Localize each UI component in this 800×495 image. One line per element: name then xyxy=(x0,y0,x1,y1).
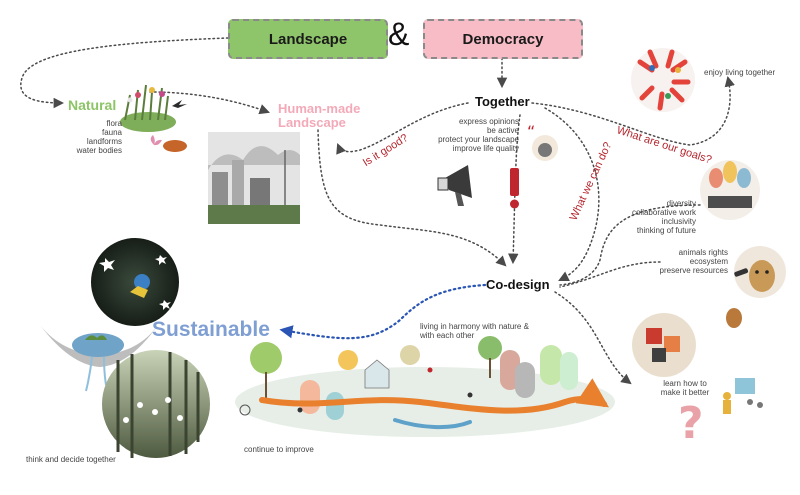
question-mark-icon: ? xyxy=(678,398,704,449)
ampersand-symbol: & xyxy=(388,16,410,52)
presentation-people-icon xyxy=(723,378,763,414)
fox-icon xyxy=(163,140,187,152)
together-item-be-active: be active xyxy=(486,126,519,135)
connector-landscape-to-natural xyxy=(20,37,229,109)
bicycle-icon xyxy=(239,404,251,416)
connector-together-to-whatcando xyxy=(544,107,600,281)
enjoy-living-together-illustration xyxy=(631,48,695,112)
bird-icon xyxy=(172,100,187,108)
landscape-box: Landscape xyxy=(228,19,388,59)
connector-codesign-to-sustainable xyxy=(279,283,487,340)
together-title: Together xyxy=(475,94,530,109)
human-made-landscape-image xyxy=(208,132,300,224)
natural-items-list: flora fauna landforms water bodies xyxy=(60,119,122,155)
sun-icon xyxy=(338,350,358,370)
together-items-list: express opinions be active protect your … xyxy=(394,117,519,153)
forest-people-circle-image xyxy=(102,350,210,458)
human-made-title: Human-made Landscape xyxy=(278,102,360,130)
human-made-title-line1: Human-made xyxy=(278,101,361,116)
value-collaborative-work: collaborative work xyxy=(631,208,696,217)
together-item-express-opinions: express opinions xyxy=(458,117,519,126)
diversity-crowd-image xyxy=(700,160,760,220)
natural-item-flora: flora xyxy=(106,119,122,128)
nature-value-preserve: preserve resources xyxy=(659,266,728,275)
chipmunk-icon xyxy=(726,308,742,328)
exclamation-icon xyxy=(510,168,519,209)
democracy-box: Democracy xyxy=(423,19,583,59)
megaphone-icon xyxy=(437,165,472,206)
value-thinking-of-future: thinking of future xyxy=(636,226,696,235)
hands-holding-earth-image xyxy=(40,325,158,392)
harmony-label: living in harmony with nature & with eac… xyxy=(420,322,529,340)
nature-value-ecosystem: ecosystem xyxy=(689,257,728,266)
together-item-protect: protect your landscape xyxy=(438,135,519,144)
connector-animals-to-codesign xyxy=(559,261,661,288)
value-diversity: diversity xyxy=(666,199,696,208)
natural-title: Natural xyxy=(68,97,117,113)
learn-label-line1: learn how to xyxy=(663,379,707,388)
enjoy-living-together-label: enjoy living together xyxy=(704,68,776,77)
sustainable-landscape-scene xyxy=(235,336,615,437)
natural-item-water-bodies: water bodies xyxy=(76,146,122,155)
connector-diversity-to-codesign xyxy=(559,204,701,286)
connector-together-to-isgood xyxy=(336,102,469,155)
nature-value-animals-rights: animals rights xyxy=(678,248,728,257)
values-list: diversity collaborative work inclusivity… xyxy=(608,199,696,235)
puzzle-image xyxy=(632,313,696,377)
learn-label: learn how to make it better xyxy=(646,379,724,397)
human-made-title-line2: Landscape xyxy=(278,115,346,130)
connector-humanmade-to-codesign xyxy=(317,129,507,267)
animal-mascot-image xyxy=(734,246,786,298)
natural-item-fauna: fauna xyxy=(101,128,122,137)
sustainable-title: Sustainable xyxy=(152,318,270,341)
connector-together-to-goals xyxy=(531,75,735,146)
codesign-title: Co-design xyxy=(486,277,550,292)
natural-plants-illustration xyxy=(120,84,176,132)
connector-natural-to-humanmade xyxy=(149,91,270,115)
speech-figure-icon: “ xyxy=(527,122,558,161)
learn-label-line2: make it better xyxy=(660,388,710,397)
natural-item-landforms: landforms xyxy=(86,137,122,146)
together-item-improve: improve life quality xyxy=(452,144,519,153)
butterfly-icon xyxy=(150,135,162,146)
nature-values-list: animals rights ecosystem preserve resour… xyxy=(640,248,728,275)
nature-night-circle-image xyxy=(91,238,179,326)
continue-to-improve-label: continue to improve xyxy=(244,445,314,454)
think-and-decide-label: think and decide together xyxy=(26,455,116,464)
connector-codesign-to-learn xyxy=(554,291,632,385)
svg-text:“: “ xyxy=(527,122,535,141)
value-inclusivity: inclusivity xyxy=(661,217,696,226)
harmony-label-line2: with each other xyxy=(420,331,475,340)
svg-text:?: ? xyxy=(678,398,704,449)
harmony-label-line1: living in harmony with nature & xyxy=(420,322,529,331)
